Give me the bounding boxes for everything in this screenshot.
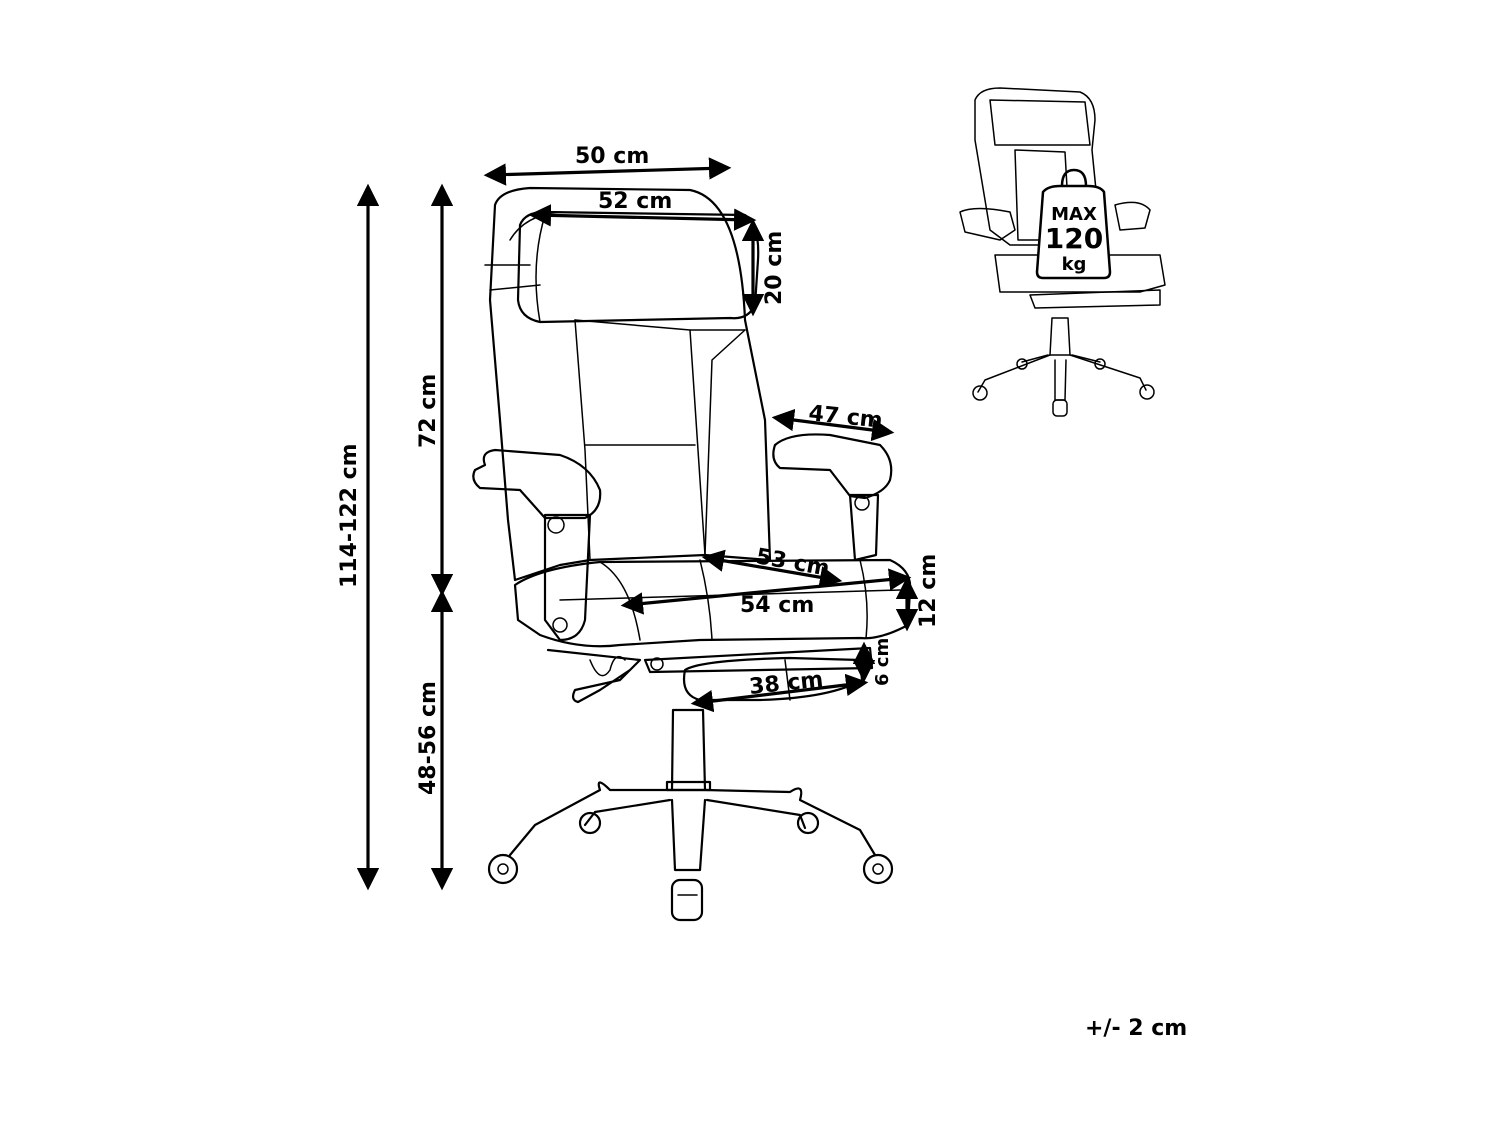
label-headrest-height: 20 cm: [762, 231, 787, 305]
max-load-badge: [1035, 184, 1112, 280]
label-seat-depth: 53 cm: [754, 544, 831, 582]
label-footrest-height: 6 cm: [872, 638, 893, 686]
label-seat-thickness: 12 cm: [916, 554, 941, 628]
label-backrest-height: 72 cm: [416, 374, 441, 448]
chair-drawing: [472, 186, 912, 922]
label-seat-height: 48-56 cm: [416, 681, 441, 795]
badge-weight-value: 120: [1045, 222, 1103, 255]
arrow-width-top: [483, 157, 732, 186]
arrow-footrest-width: [690, 673, 869, 713]
arrow-armrest-length: [771, 408, 895, 442]
badge-max-label: MAX: [1051, 204, 1097, 225]
label-seat-width: 54 cm: [740, 593, 814, 618]
thumbnail-chair: MAX 120 kg: [959, 87, 1166, 417]
label-width-top: 50 cm: [575, 144, 649, 169]
tolerance-note: +/- 2 cm: [1085, 1016, 1187, 1041]
label-headrest-width: 52 cm: [598, 189, 672, 214]
badge-unit-label: kg: [1062, 254, 1087, 275]
label-armrest-length: 47 cm: [807, 401, 883, 434]
arrow-headrest-width: [528, 204, 757, 231]
dimension-labels: 50 cm 52 cm 20 cm 47 cm 53 cm 54 cm 12 c…: [337, 144, 941, 795]
arrow-seat-width: [620, 568, 912, 615]
dimension-arrows: [356, 157, 919, 891]
caster-wheels: [487, 811, 894, 922]
label-total-height: 114-122 cm: [337, 443, 362, 588]
